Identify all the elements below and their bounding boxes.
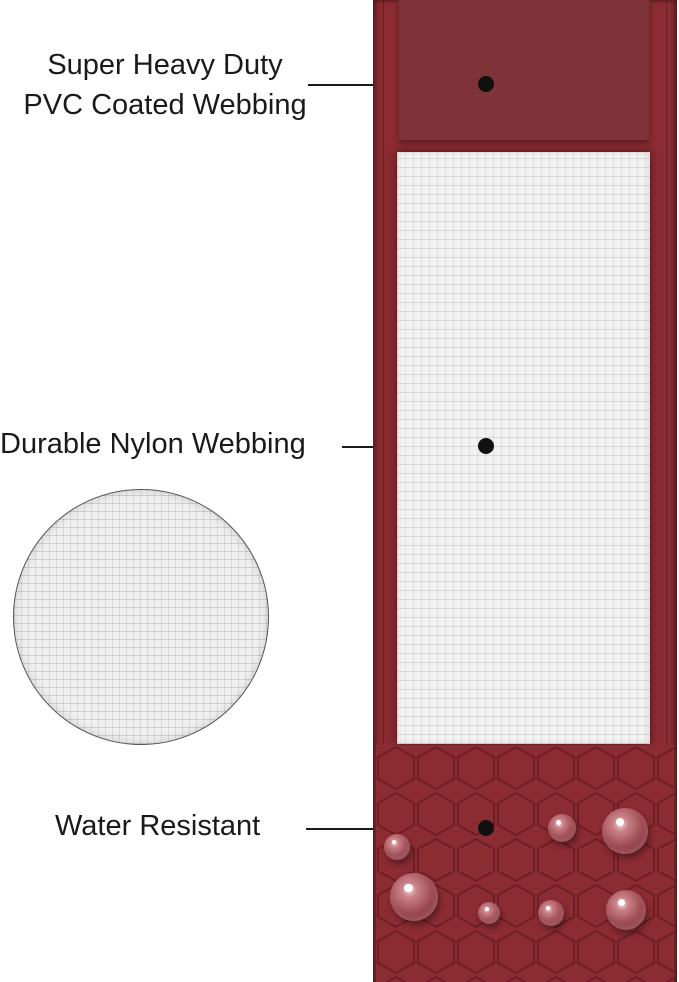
hexagon-texture: [376, 745, 674, 982]
water-droplet-icon: [538, 900, 564, 926]
nylon-webbing-label: Durable Nylon Webbing: [0, 428, 306, 460]
strap-groove-right: [666, 0, 667, 982]
water-droplet-icon: [606, 890, 646, 930]
water-droplet-icon: [478, 902, 500, 924]
nylon-texture-swatch: [13, 489, 269, 745]
water-droplet-icon: [548, 814, 576, 842]
nylon-callout-dot: [478, 438, 494, 454]
pvc-coated-panel: [399, 0, 649, 140]
pvc-webbing-label: Super Heavy Duty PVC Coated Webbing: [10, 45, 320, 125]
pvc-label-line1: Super Heavy Duty: [47, 49, 283, 81]
water-droplet-icon: [384, 834, 410, 860]
nylon-webbing-panel: [397, 152, 650, 744]
strap-groove-left: [383, 0, 384, 982]
pvc-label-line2: PVC Coated Webbing: [23, 89, 307, 121]
water-droplet-icon: [390, 873, 438, 921]
water-droplet-icon: [602, 808, 648, 854]
water-resistant-label: Water Resistant: [55, 810, 261, 842]
water-callout-dot: [478, 820, 494, 836]
pvc-callout-dot: [478, 76, 494, 92]
